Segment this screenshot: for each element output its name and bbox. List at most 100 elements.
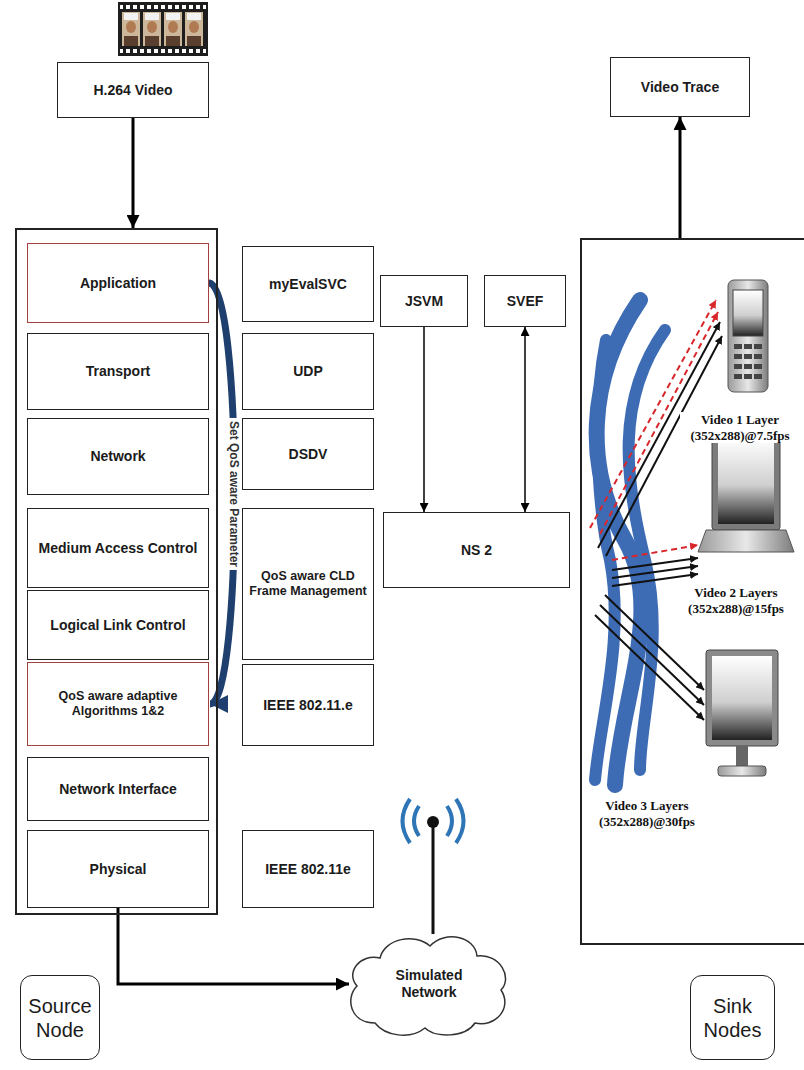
layer-box: Logical Link Control [27,590,209,660]
box-label: myEvalSVC [269,276,347,293]
flow-arrow [118,908,349,984]
film-strip [118,2,208,56]
flow-arrow [524,327,526,512]
network-cloud: Simulated Network [345,928,513,1040]
drawing-rect [736,746,748,768]
edge-label: Set QoS aware Parameter [227,417,241,569]
drawing-rect [122,12,140,46]
drawing-rect [712,432,780,530]
module-box: myEvalSVC [242,246,374,322]
box-label: JSVM [405,293,443,310]
layer-box: Physical [27,830,209,908]
drawing-line [432,824,435,934]
box-label: SVEF [507,293,544,310]
media-box: H.264 Video [57,62,209,118]
standard-box: IEEE 802.11e [242,830,374,908]
drawing-rect [734,344,742,349]
output-box: Video Trace [610,57,750,117]
box-label: Transport [86,363,151,380]
box-label: NS 2 [461,542,492,559]
drawing-rect [744,374,752,379]
drawing-rect [734,364,742,369]
box-label: UDP [293,363,323,380]
module-box: QoS aware CLD Frame Management [242,508,374,660]
drawing-rect [124,36,138,46]
drawing-rect [166,36,180,46]
drawing-rect [734,374,742,379]
box-label: QoS aware adaptive Algorithms 1&2 [32,689,204,719]
box-label: Medium Access Control [39,540,198,557]
drawing-rect [718,766,766,776]
drawing-rect [124,13,138,20]
drawing-circle [427,816,439,828]
drawing-ellipse [126,21,136,33]
box-label: Application [80,275,156,292]
drawing-ellipse [147,21,157,33]
layer-box: Application [27,243,209,323]
box-label: Video Trace [641,79,719,96]
layer-box: Network Interface [27,757,209,821]
drawing-rect [744,344,752,349]
layer-box: Network [27,418,209,495]
drawing-rect [733,290,763,336]
drawing-line [595,615,704,720]
box-label: H.264 Video [93,82,172,99]
drawing-path [629,330,665,770]
drawing-rect [120,5,206,9]
drawing-rect [187,36,201,46]
box-label: Physical [90,861,147,878]
video-layer-label: Video 3 Layers (352x288)@30fps [584,798,710,829]
monitor-icon [706,650,778,776]
drawing-polygon [698,530,794,552]
heading-box: Source Node [20,975,100,1060]
drawing-rect [712,656,772,740]
drawing-rect [187,13,201,20]
drawing-rect [734,354,742,359]
drawing-path [403,799,411,843]
tool-box: SVEF [484,275,566,327]
box-label: QoS aware CLD Frame Management [247,569,369,599]
drawing-rect [185,12,203,46]
drawing-rect [145,13,159,20]
drawing-rect [166,13,180,20]
laptop-icon [698,432,794,552]
protocol-box: DSDV [242,418,374,490]
box-label: Simulated Network [383,967,475,1001]
video-layer-label: Video 2 Layers (352x288)@15fps [672,585,800,616]
standard-box: IEEE 802.11.e [242,664,374,746]
drawing-rect [744,364,752,369]
flow-arrow [132,118,135,228]
wireless-bands [595,300,665,785]
node-heading: Source Node [27,994,93,1042]
phone-icon [728,280,768,392]
drawing-rect [706,650,778,746]
box-label: Network Interface [59,781,176,798]
protocol-box: UDP [242,333,374,410]
drawing-line [600,605,704,705]
drawing-rect [744,354,752,359]
video-layer-label: Video 1 Layer (352x288)@7.5fps [680,412,800,443]
heading-box: Sink Nodes [690,975,775,1060]
drawing-path [456,799,464,843]
cloud-outline [351,937,506,1035]
stream-lines [590,300,722,720]
layer-box: QoS aware adaptive Algorithms 1&2 [27,662,209,746]
flow-arrow [679,117,682,238]
drawing-path [595,340,615,780]
box-label: Network [90,448,145,465]
box-label: IEEE 802.11e [265,861,351,878]
box-label: DSDV [289,446,328,463]
layer-box: Medium Access Control [27,508,209,588]
drawing-path [414,806,419,836]
drawing-rect [143,12,161,46]
box-label: IEEE 802.11.e [263,697,353,714]
source-node-frame: Source NodeApplicationTransportNetworkMe… [15,228,218,915]
drawing-path [447,806,452,836]
drawing-ellipse [168,21,178,33]
drawing-line [606,336,722,556]
drawing-rect [754,354,762,359]
drawing-rect [145,36,159,46]
drawing-rect [164,12,182,46]
